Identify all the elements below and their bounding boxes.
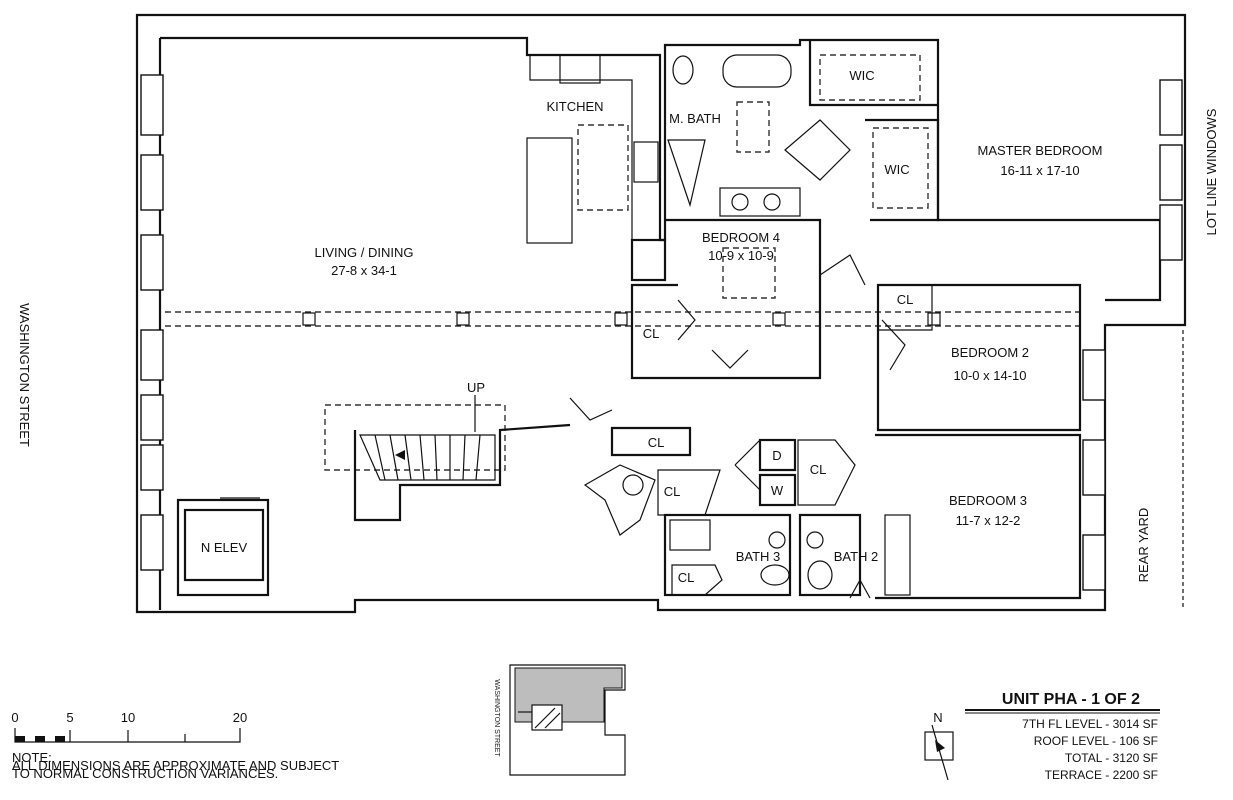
bath3-name: BATH 3: [736, 549, 781, 564]
stair-up-label: UP: [467, 380, 485, 395]
bedroom2-dims: 10-0 x 14-10: [954, 368, 1027, 383]
kitchen-area: [526, 54, 667, 282]
exterior-walls: [135, 13, 1187, 614]
closet-label: CL: [810, 462, 827, 477]
key-plan-street: WASHINGTON STREET: [493, 679, 500, 757]
north-arrow: N: [924, 710, 954, 781]
bedroom4-name: BEDROOM 4: [702, 230, 780, 245]
unit-line: 7TH FL LEVEL - 3014 SF: [1022, 717, 1158, 731]
lot-line-label: LOT LINE WINDOWS: [1204, 108, 1219, 235]
closet-label: CL: [897, 292, 914, 307]
bedroom-2-area: [876, 283, 1082, 432]
scale-tick-0: 0: [11, 710, 18, 725]
dryer-label: D: [772, 448, 781, 463]
bedroom3-name: BEDROOM 3: [949, 493, 1027, 508]
kitchen-name: KITCHEN: [546, 99, 603, 114]
bedroom4-dims: 10-9 x 10-9: [708, 248, 774, 263]
master-bedroom-name: MASTER BEDROOM: [978, 143, 1103, 158]
scale-tick-20: 20: [233, 710, 247, 725]
scale-tick-10: 10: [121, 710, 135, 725]
bedroom2-name: BEDROOM 2: [951, 345, 1029, 360]
bedroom-4-area: [630, 218, 866, 380]
unit-title: UNIT PHA - 1 OF 2: [1002, 691, 1140, 708]
stair: [324, 395, 571, 522]
living-dims: 27-8 x 34-1: [331, 263, 397, 278]
walk-in-closets: [784, 40, 940, 222]
bath2-name: BATH 2: [834, 549, 879, 564]
unit-line: ROOF LEVEL - 106 SF: [1034, 734, 1158, 748]
note-title: NOTE:: [12, 750, 52, 765]
closet-label: CL: [678, 570, 695, 585]
room-labels: LIVING / DINING 27-8 x 34-1 KITCHEN M. B…: [201, 68, 1103, 585]
washer-label: W: [771, 483, 784, 498]
key-plan: WASHINGTON STREET: [493, 664, 626, 776]
north-label: N: [933, 710, 942, 725]
wic-1-name: WIC: [849, 68, 874, 83]
unit-line: TERRACE - 2200 SF: [1045, 768, 1158, 782]
street-windows: [140, 74, 164, 571]
closet-label: CL: [643, 326, 660, 341]
unit-line: TOTAL - 3120 SF: [1065, 751, 1158, 765]
master-bath-fixtures: [665, 54, 815, 221]
elevator: [176, 497, 270, 597]
note-text-2: TO NORMAL CONSTRUCTION VARIANCES.: [12, 766, 278, 781]
bedroom-3-area: [875, 433, 1082, 600]
bedroom3-dims: 11-7 x 12-2: [956, 513, 1021, 528]
street-label: WASHINGTON STREET: [17, 303, 32, 447]
closet-label: CL: [648, 435, 665, 450]
closet-label: CL: [664, 484, 681, 499]
service-core: [569, 397, 871, 599]
wic-2-name: WIC: [884, 162, 909, 177]
unit-info: UNIT PHA - 1 OF 2 7TH FL LEVEL - 3014 SF…: [965, 691, 1160, 782]
note-text-1: ALL DIMENSIONS ARE APPROXIMATE AND SUBJE…: [12, 758, 339, 773]
lot-line-windows: [1082, 79, 1183, 591]
rear-yard-label: REAR YARD: [1136, 508, 1151, 583]
scale-tick-5: 5: [66, 710, 73, 725]
structural-beam: [165, 311, 1080, 327]
master-bath-name: M. BATH: [669, 111, 721, 126]
scale-bar: 0 5 10 20 NOTE: ALL DIMENSIONS ARE APPRO…: [11, 710, 339, 781]
elevator-name: N ELEV: [201, 540, 248, 555]
living-name: LIVING / DINING: [315, 245, 414, 260]
master-bedroom-dims: 16-11 x 17-10: [1000, 163, 1079, 178]
